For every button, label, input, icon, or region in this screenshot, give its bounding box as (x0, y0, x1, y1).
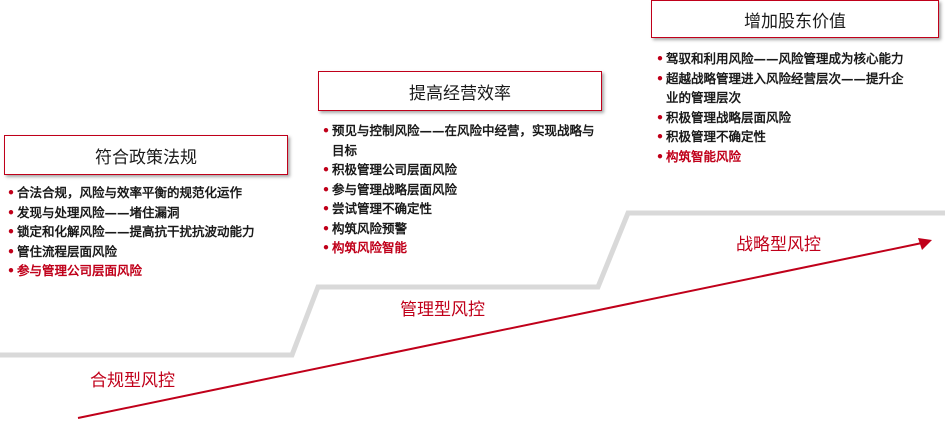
bullet-icon: • (322, 181, 330, 197)
list-item: •构筑风险预警 (322, 219, 597, 239)
list-item: •锁定和化解风险——提高抗干扰抗波动能力 (7, 222, 282, 242)
bullet-icon: • (656, 148, 664, 164)
stage-2-label: 管理型风控 (400, 300, 485, 320)
list-item: •尝试管理不确定性 (322, 199, 597, 219)
bullet-icon: • (322, 162, 330, 177)
growth-arrow-line (77, 242, 923, 419)
bullet-icon: • (7, 204, 15, 220)
bullet-icon: • (322, 240, 330, 255)
list-item: •构筑智能风险 (656, 147, 914, 167)
list-item: •参与管理公司层面风险 (7, 261, 282, 281)
stage-3-title: 增加股东价值 (744, 11, 846, 32)
list-item: •驾驭和利用风险——风险管理成为核心能力 (656, 49, 914, 69)
bullet-icon: • (322, 201, 330, 216)
list-item: •积极管理公司层面风险 (322, 160, 597, 180)
list-item: •构筑风险智能 (322, 238, 597, 258)
staircase-line (0, 210, 945, 358)
bullet-icon: • (656, 70, 664, 86)
bullet-icon: • (322, 123, 330, 138)
list-item: •积极管理不确定性 (656, 127, 914, 147)
list-item: •合法合规，风险与效率平衡的规范化运作 (7, 183, 282, 203)
list-item: •参与管理战略层面风险 (322, 180, 597, 200)
list-item: •超越战略管理进入风险经营层次——提升企业的管理层次 (656, 70, 904, 106)
stage-1-title-box: 符合政策法规 (4, 135, 288, 175)
bullet-icon: • (7, 224, 15, 239)
list-item: •发现与处理风险——堵住漏洞 (7, 203, 282, 223)
stage-2-title: 提高经营效率 (409, 83, 511, 104)
list-item: •积极管理战略层面风险 (656, 108, 914, 128)
stage-3-title-box: 增加股东价值 (651, 0, 939, 38)
bullet-icon: • (656, 129, 664, 144)
stage-1-list: •合法合规，风险与效率平衡的规范化运作 •发现与处理风险——堵住漏洞 •锁定和化… (7, 183, 282, 281)
stage-1-title: 符合政策法规 (95, 147, 197, 168)
bullet-icon: • (7, 263, 15, 278)
bullet-icon: • (7, 185, 15, 200)
bullet-icon: • (7, 243, 15, 259)
stage-2-list: •预见与控制风险——在风险中经营，实现战略与目标 •积极管理公司层面风险 •参与… (322, 121, 597, 258)
bullet-icon: • (656, 109, 664, 125)
growth-arrow-head (918, 238, 932, 250)
list-item: •管住流程层面风险 (7, 242, 282, 262)
list-item: •预见与控制风险——在风险中经营，实现战略与目标 (322, 123, 595, 158)
stage-2-title-box: 提高经营效率 (318, 71, 602, 111)
stage-1-label: 合规型风控 (90, 371, 175, 391)
stage-3-label: 战略型风控 (736, 235, 821, 255)
bullet-icon: • (656, 51, 664, 66)
stage-3-list: •驾驭和利用风险——风险管理成为核心能力 •超越战略管理进入风险经营层次——提升… (656, 49, 914, 166)
bullet-icon: • (322, 220, 330, 236)
